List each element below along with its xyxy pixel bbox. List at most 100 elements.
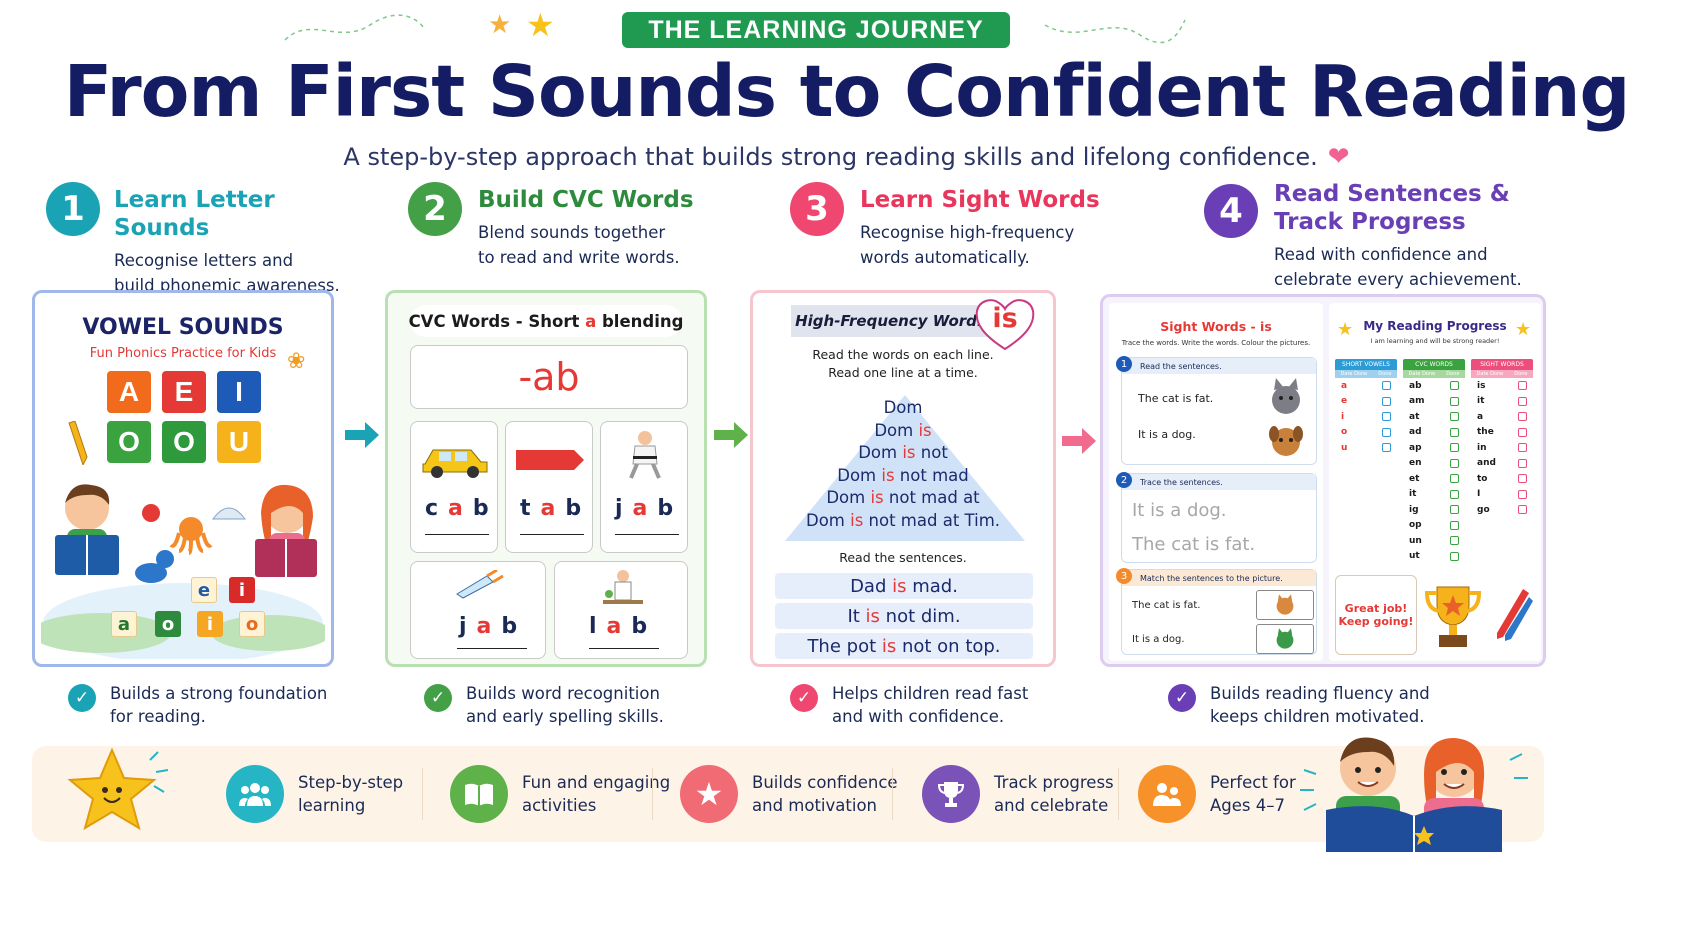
hf-heart xyxy=(973,295,1037,353)
sentence-text: The pot xyxy=(807,635,882,657)
benefit-line: Builds word recognition xyxy=(466,684,660,703)
pyramid-sight-word: is xyxy=(902,443,916,462)
letter-tile: o xyxy=(239,611,265,637)
tracker-row: in xyxy=(1471,440,1533,456)
feature-line: Track progress xyxy=(994,773,1114,792)
pyramid-sight-word: is xyxy=(918,420,932,440)
letter: t xyxy=(520,496,541,521)
progress-checkbox[interactable] xyxy=(1450,536,1459,546)
star-icon: ★ xyxy=(1337,319,1354,340)
pyramid-text: not mad at Tim. xyxy=(863,510,1001,530)
progress-checkbox[interactable] xyxy=(1518,474,1527,484)
vowel-tile: U xyxy=(217,421,261,463)
sentence-sight-word: is xyxy=(892,575,907,597)
progress-checkbox[interactable] xyxy=(1450,443,1459,453)
progress-checkbox[interactable] xyxy=(1450,489,1459,499)
section-label: Match the sentences to the picture. xyxy=(1122,570,1316,586)
progress-checkbox[interactable] xyxy=(1450,505,1459,515)
progress-checkbox[interactable] xyxy=(1518,458,1527,468)
family-icon xyxy=(1138,765,1196,823)
tracker-row: u xyxy=(1335,440,1397,456)
star-icon: ★ xyxy=(526,6,555,44)
check-icon: ✓ xyxy=(790,684,818,712)
star-icon: ★ xyxy=(680,765,738,823)
progress-checkbox[interactable] xyxy=(1450,458,1459,468)
sentence-sight-word: is xyxy=(865,605,880,627)
progress-checkbox[interactable] xyxy=(1450,427,1459,437)
letter: a xyxy=(606,614,632,639)
benefit-2: ✓ Builds word recognition and early spel… xyxy=(424,682,664,728)
pencils-icon xyxy=(1493,587,1533,647)
arrow-right-icon xyxy=(343,420,381,454)
progress-checkbox[interactable] xyxy=(1518,489,1527,499)
progress-checkbox[interactable] xyxy=(1382,427,1391,437)
tracker-item: un xyxy=(1409,535,1422,546)
letter-tile: e xyxy=(191,577,217,603)
benefit-line: keeps children motivated. xyxy=(1210,707,1425,726)
letter: b xyxy=(565,496,592,521)
tracker-row: et xyxy=(1403,471,1465,487)
section-label: Trace the sentences. xyxy=(1122,474,1316,490)
pyramid-text: not mad at xyxy=(883,488,980,507)
trace-sentence: It is a dog. xyxy=(1132,500,1227,521)
pyramid-text: Dom xyxy=(874,420,919,440)
dog-icon xyxy=(1266,420,1306,464)
progress-checkbox[interactable] xyxy=(1382,443,1391,453)
section-number: 1 xyxy=(1116,356,1132,372)
progress-checkbox[interactable] xyxy=(1450,381,1459,391)
progress-checkbox[interactable] xyxy=(1518,505,1527,515)
tracker-subtitle: I am learning and will be strong reader! xyxy=(1370,337,1500,345)
sub-header: Done xyxy=(1514,371,1528,377)
progress-checkbox[interactable] xyxy=(1450,520,1459,530)
sub-header: Date Done xyxy=(1408,371,1436,377)
benefit-text: Builds word recognition and early spelli… xyxy=(466,682,664,728)
progress-checkbox[interactable] xyxy=(1518,443,1527,453)
step-desc-line: Blend sounds together xyxy=(478,223,666,242)
check-icon: ✓ xyxy=(424,684,452,712)
tracker-item: go xyxy=(1477,504,1490,515)
progress-checkbox[interactable] xyxy=(1450,474,1459,484)
instruction-line: Read one line at a time. xyxy=(828,365,978,380)
tracker-item: ab xyxy=(1409,380,1422,391)
tracker-row: ad xyxy=(1403,425,1465,441)
pyramid-background xyxy=(783,393,1027,547)
feature-line: Perfect for xyxy=(1210,773,1296,792)
progress-checkbox[interactable] xyxy=(1382,381,1391,391)
feature-line: and motivation xyxy=(752,796,877,815)
tracker-item: u xyxy=(1341,442,1348,453)
progress-checkbox[interactable] xyxy=(1518,427,1527,437)
step-title-line: Track Progress xyxy=(1274,209,1466,235)
step-desc-line: to read and write words. xyxy=(478,248,680,267)
section-label-text: Trace the sentences. xyxy=(1140,477,1223,487)
feature-text: Perfect for Ages 4–7 xyxy=(1210,771,1296,817)
progress-checkbox[interactable] xyxy=(1450,396,1459,406)
progress-checkbox[interactable] xyxy=(1450,412,1459,422)
progress-card: Sight Words - is Trace the words. Write … xyxy=(1100,294,1546,667)
benefit-line: and early spelling skills. xyxy=(466,707,664,726)
tracker-item: it xyxy=(1409,489,1417,500)
tracker-item: is xyxy=(1477,380,1486,391)
tracker-item: et xyxy=(1409,473,1420,484)
trophy-icon xyxy=(922,765,980,823)
step-desc-line: celebrate every achievement. xyxy=(1274,270,1522,289)
progress-checkbox[interactable] xyxy=(1382,396,1391,406)
step-title: Learn Sight Words xyxy=(860,187,1100,213)
letter: b xyxy=(657,496,684,521)
progress-checkbox[interactable] xyxy=(1518,396,1527,406)
tracker-row: e xyxy=(1335,394,1397,410)
tracker-title: My Reading Progress xyxy=(1363,319,1507,333)
progress-checkbox[interactable] xyxy=(1518,381,1527,391)
progress-checkbox[interactable] xyxy=(1518,412,1527,422)
cvc-title-part: CVC Words - Short xyxy=(408,311,586,331)
benefit-3: ✓ Helps children read fast and with conf… xyxy=(790,682,1028,728)
letter: a xyxy=(540,496,566,521)
karate-icon xyxy=(627,430,663,484)
progress-checkbox[interactable] xyxy=(1450,551,1459,561)
progress-checkbox[interactable] xyxy=(1382,412,1391,422)
vowel-tiles-top: A E I xyxy=(107,371,261,413)
section-number: 2 xyxy=(1116,472,1132,488)
feature-text: Step-by-step learning xyxy=(298,771,403,817)
feature-line: Builds confidence xyxy=(752,773,898,792)
